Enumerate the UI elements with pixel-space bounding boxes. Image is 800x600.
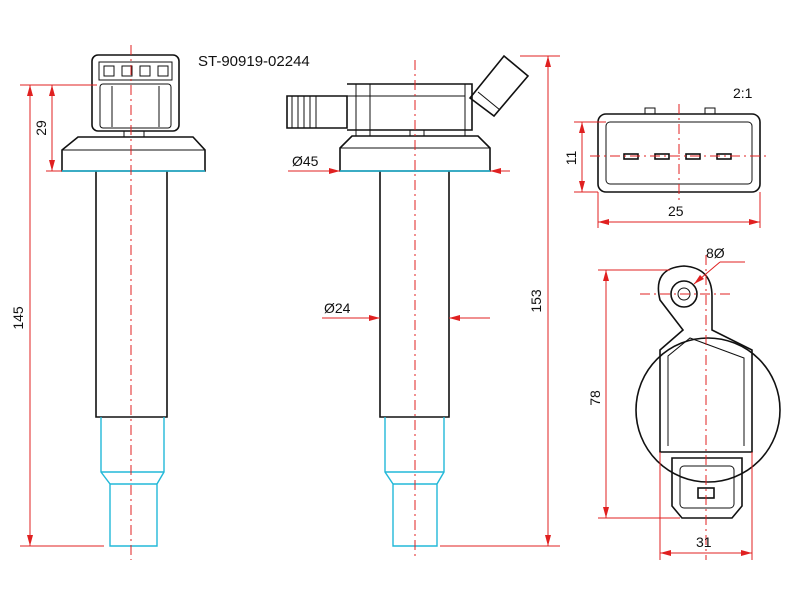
dimension-29: 29: [33, 85, 62, 172]
dim-8-label: 8Ø: [706, 245, 725, 261]
coil-side-view: [61, 45, 206, 560]
dimension-153: 153: [440, 55, 560, 547]
dim-d45-label: Ø45: [292, 153, 319, 169]
dim-153-label: 153: [528, 289, 544, 313]
scale-label: 2:1: [733, 85, 753, 101]
dim-25-label: 25: [668, 203, 684, 219]
dimension-8-dia: 8Ø: [693, 245, 745, 285]
coil-top-view: [635, 255, 781, 560]
dim-11-label: 11: [563, 151, 579, 166]
connector-face-view: [590, 104, 770, 200]
dim-31-label: 31: [696, 534, 712, 550]
dimension-31: 31: [659, 452, 753, 560]
dim-78-label: 78: [587, 390, 603, 406]
dim-29-label: 29: [33, 120, 49, 136]
dimension-d24: Ø24: [322, 300, 490, 321]
part-number-title: ST-90919-02244: [198, 53, 310, 70]
dimension-25: 25: [597, 192, 761, 228]
dimension-d45: Ø45: [288, 153, 510, 174]
dim-145-label: 145: [10, 306, 26, 330]
dimension-11: 11: [563, 121, 606, 193]
dim-d24-label: Ø24: [324, 300, 351, 316]
dimension-78: 78: [587, 269, 680, 519]
dimension-145: 145: [10, 84, 104, 547]
coil-front-view: [286, 54, 530, 560]
